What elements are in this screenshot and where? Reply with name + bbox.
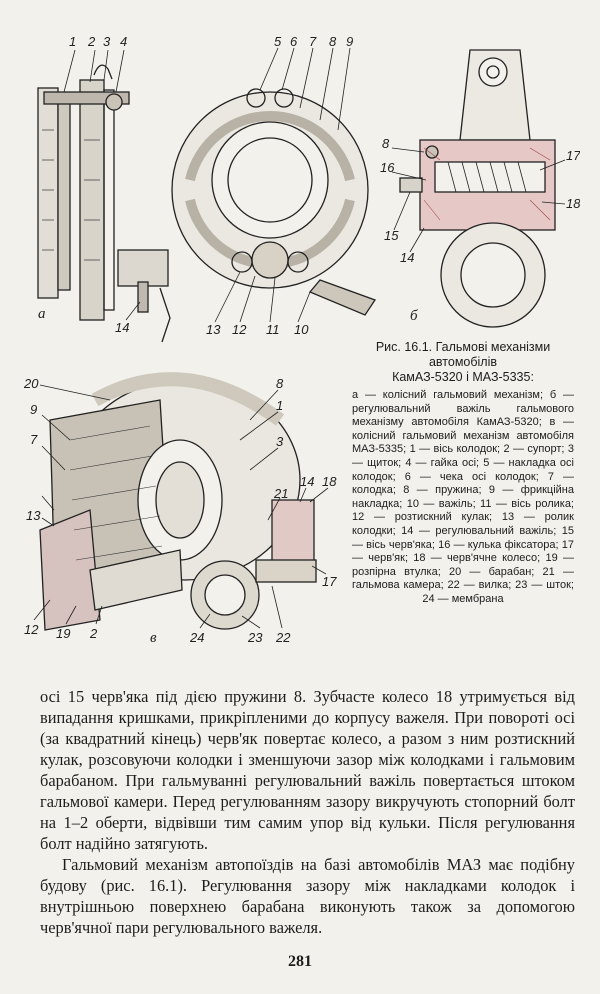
figure-letter-b: б: [410, 308, 418, 324]
caption-title-line-3: КамАЗ-5320 і МАЗ-5335:: [392, 370, 534, 384]
figure-letter-a: а: [38, 306, 46, 322]
label-14: 14: [300, 474, 314, 489]
label-18: 18: [566, 196, 580, 211]
caption-title-line-1: Рис. 16.1. Гальмові механізми: [375, 340, 551, 354]
label-9: 9: [30, 402, 37, 417]
paragraph-1: осі 15 черв'яка під дією пружини 8. Зубч…: [40, 687, 575, 853]
label-17: 17: [566, 148, 580, 163]
label-3: 3: [103, 34, 111, 49]
label-3: 3: [276, 434, 284, 449]
caption-title-line-2: автомобілів: [428, 355, 498, 369]
label-12: 12: [24, 622, 39, 637]
label-14: 14: [115, 320, 129, 335]
label-7: 7: [30, 432, 38, 447]
label-22: 22: [275, 630, 291, 645]
figure-letter-v: в: [150, 630, 157, 646]
body-text: осі 15 черв'яка під дією пружини 8. Зубч…: [40, 686, 575, 938]
caption-legend: а — колісний гальмовий механізм; б — рег…: [352, 389, 574, 605]
label-2: 2: [89, 626, 98, 641]
label-16: 16: [380, 160, 395, 175]
label-5: 5: [274, 34, 282, 49]
figure-c-maz-brake: 20 8 1 9 3 7 13 21 14 18 17 12 19 2 24 2…: [23, 372, 337, 646]
label-23: 23: [247, 630, 263, 645]
figure-a-front-view: 5 6 7 8 9 13 12 11 10: [171, 34, 376, 337]
label-19: 19: [56, 626, 70, 641]
label-24: 24: [189, 630, 204, 645]
label-4: 4: [120, 34, 127, 49]
label-8: 8: [276, 376, 284, 391]
label-13: 13: [26, 508, 41, 523]
label-6: 6: [290, 34, 298, 49]
figure-caption: Рис. 16.1. Гальмові механізми автомобілі…: [352, 340, 574, 607]
label-1: 1: [69, 34, 76, 49]
paragraph-2: Гальмовий механізм автопоїздів на базі а…: [40, 855, 575, 937]
label-15: 15: [384, 228, 399, 243]
figure-b-adjusting-lever: 8 16 15 14 17 18 б: [380, 49, 580, 328]
label-2: 2: [87, 34, 96, 49]
label-11: 11: [266, 322, 280, 337]
label-20: 20: [23, 376, 39, 391]
label-7: 7: [309, 34, 317, 49]
label-13: 13: [206, 322, 221, 337]
figure-a-side-section: 1 2 3 4 14 а: [37, 34, 171, 343]
label-12: 12: [232, 322, 247, 337]
label-8: 8: [382, 136, 390, 151]
label-21: 21: [273, 486, 288, 501]
label-8: 8: [329, 34, 337, 49]
label-18: 18: [322, 474, 337, 489]
label-10: 10: [294, 322, 309, 337]
label-14: 14: [400, 250, 414, 265]
page-number: 281: [288, 953, 312, 970]
label-17: 17: [322, 574, 337, 589]
label-1: 1: [276, 398, 283, 413]
label-9: 9: [346, 34, 353, 49]
